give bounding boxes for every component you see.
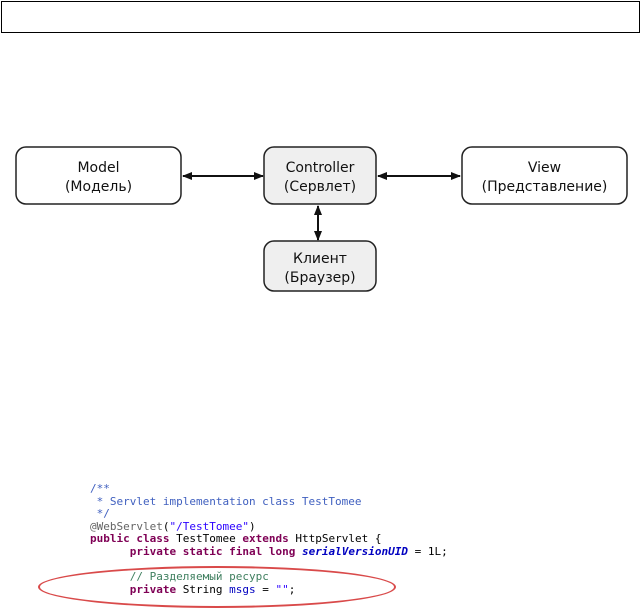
controller-node: Controller (Сервлет) [263,146,377,205]
code-line-3: */ [90,507,110,521]
top-bar [1,1,640,33]
code-line-5: public class TestTomee extends HttpServl… [90,532,382,546]
client-sublabel: (Браузер) [284,270,355,286]
code-line-1: /** [90,482,110,495]
code-line-6: private static final long serialVersionU… [129,544,448,558]
client-label: Клиент [293,251,347,267]
view-label: View [528,160,561,176]
view-node: View (Представление) [461,146,628,205]
controller-label: Controller [286,160,355,176]
model-node: Model (Модель) [15,146,182,205]
controller-sublabel: (Сервлет) [284,179,356,195]
mvc-diagram: Model (Модель) Controller (Сервлет) View… [15,146,628,292]
client-node: Клиент (Браузер) [263,240,377,292]
highlight-oval [38,566,396,608]
model-label: Model [77,160,119,176]
model-sublabel: (Модель) [65,179,132,195]
code-line-4: @WebServlet("/TestTomee") [90,519,256,533]
code-line-2: * Servlet implementation class TestTomee [90,494,362,508]
view-sublabel: (Представление) [482,179,608,195]
